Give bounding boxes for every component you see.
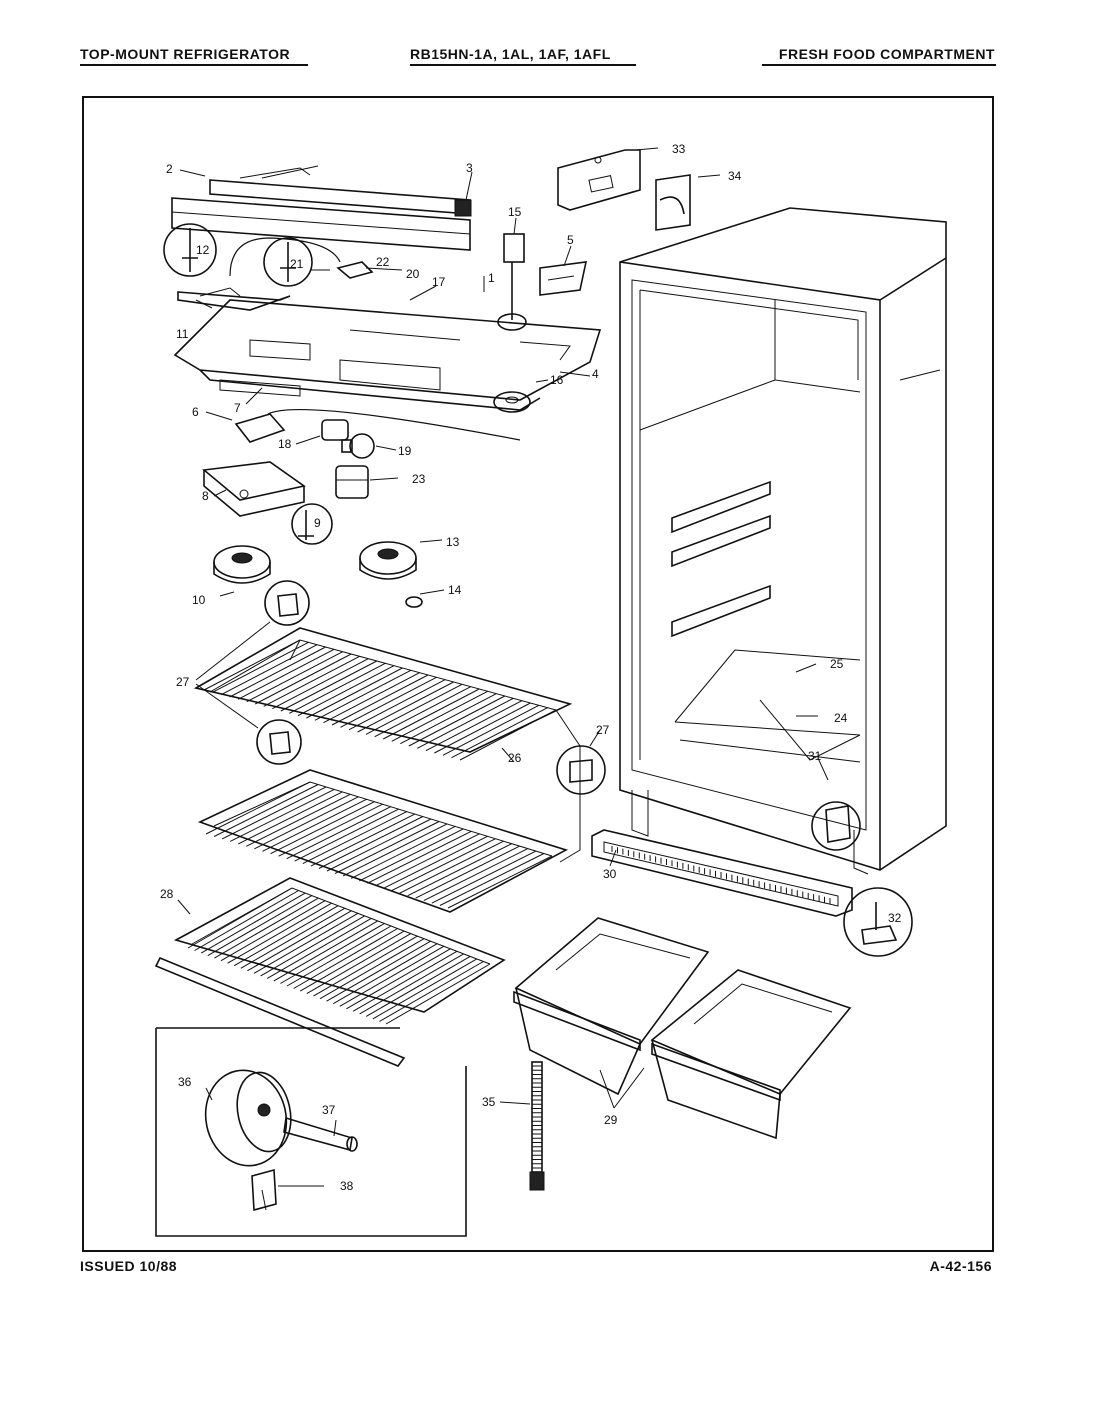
header-section: FRESH FOOD COMPARTMENT (778, 46, 995, 62)
callout-1: 1 (488, 271, 495, 285)
crisper-drawer-right (650, 969, 852, 1140)
callout-30: 30 (603, 867, 617, 881)
detail-circle-21 (263, 237, 313, 287)
roller-inset-box (155, 1027, 467, 1237)
crisper-drawer-left (513, 917, 710, 1096)
control-housing (173, 299, 602, 411)
roller-wheel (204, 1069, 292, 1167)
hinge-bracket (655, 174, 691, 231)
callout-27-left: 27 (176, 675, 190, 689)
callout-33: 33 (672, 142, 686, 156)
control-knob-right (359, 541, 417, 580)
callout-18: 18 (278, 437, 292, 451)
detail-circle-12 (163, 223, 341, 277)
callout-29: 29 (604, 1113, 618, 1127)
control-housing-bracket (171, 197, 471, 251)
thermostat (234, 409, 521, 443)
callout-32: 32 (888, 911, 902, 925)
drawer-slide (529, 1061, 545, 1191)
callout-12: 12 (196, 243, 210, 257)
grommet (493, 391, 531, 413)
top-trim-rail (209, 165, 472, 217)
shelf-support-detail-right (555, 709, 606, 863)
callout-22: 22 (376, 255, 390, 269)
control-knob-left (213, 545, 271, 584)
callout-10: 10 (192, 593, 206, 607)
base-grille (591, 829, 853, 917)
callout-2: 2 (166, 162, 173, 176)
damper-control (497, 233, 527, 331)
roller-clip (251, 1168, 277, 1212)
roller-axle (283, 1116, 358, 1152)
callout-13: 13 (446, 535, 460, 549)
grille-clip-detail (811, 801, 861, 851)
callout-31: 31 (808, 749, 822, 763)
light-switch (335, 465, 369, 499)
leveling-leg-detail (843, 887, 913, 957)
callout-37: 37 (322, 1103, 336, 1117)
light-bracket (177, 287, 291, 311)
header-section-underline (762, 64, 996, 66)
callout-15: 15 (508, 205, 522, 219)
wire-shelf-upper (193, 627, 573, 761)
callout-3: 3 (466, 161, 473, 175)
callout-20: 20 (406, 267, 420, 281)
callout-23: 23 (412, 472, 426, 486)
callout-labels: 2 3 1 15 5 33 34 12 21 22 20 17 11 4 16 … (160, 142, 902, 1193)
callout-28: 28 (160, 887, 174, 901)
header-title: TOP-MOUNT REFRIGERATOR (80, 46, 291, 62)
callout-7: 7 (234, 401, 241, 415)
diagram-frame (82, 96, 994, 1252)
light-bulb (341, 433, 375, 459)
callout-21: 21 (290, 257, 304, 271)
control-box (202, 461, 306, 517)
callout-38: 38 (340, 1179, 354, 1193)
callout-16: 16 (550, 373, 564, 387)
refrigerator-cabinet (619, 207, 947, 875)
callout-14: 14 (448, 583, 462, 597)
header-model-numbers: RB15HN-1A, 1AL, 1AF, 1AFL (410, 46, 611, 62)
callout-6: 6 (192, 405, 199, 419)
callout-5: 5 (567, 233, 574, 247)
knob-washer (405, 596, 423, 608)
callout-8: 8 (202, 489, 209, 503)
callout-34: 34 (728, 169, 742, 183)
callout-11: 11 (176, 327, 189, 341)
header-model-underline (410, 64, 636, 66)
callout-24: 24 (834, 711, 848, 725)
callout-35: 35 (482, 1095, 496, 1109)
shelf-support-detail-middle (256, 719, 302, 765)
crisper-cover (154, 877, 506, 1067)
callout-36: 36 (178, 1075, 192, 1089)
shelf-support-detail-top (264, 580, 310, 626)
thermostat-clip (336, 261, 374, 279)
callout-9: 9 (314, 516, 321, 530)
callout-19: 19 (398, 444, 412, 458)
mounting-plate (557, 149, 641, 211)
callout-25: 25 (830, 657, 844, 671)
lamp-socket (321, 419, 349, 441)
header-title-underline (80, 64, 308, 66)
callout-17: 17 (432, 275, 446, 289)
air-diffuser (539, 261, 588, 296)
page-code: A-42-156 (929, 1258, 992, 1274)
detail-circle-9 (291, 503, 333, 545)
issued-date: ISSUED 10/88 (80, 1258, 178, 1274)
callout-27-right: 27 (596, 723, 610, 737)
wire-shelf-lower (197, 769, 569, 913)
leader-lines (177, 147, 829, 1187)
callout-26: 26 (508, 751, 522, 765)
callout-4: 4 (592, 367, 599, 381)
